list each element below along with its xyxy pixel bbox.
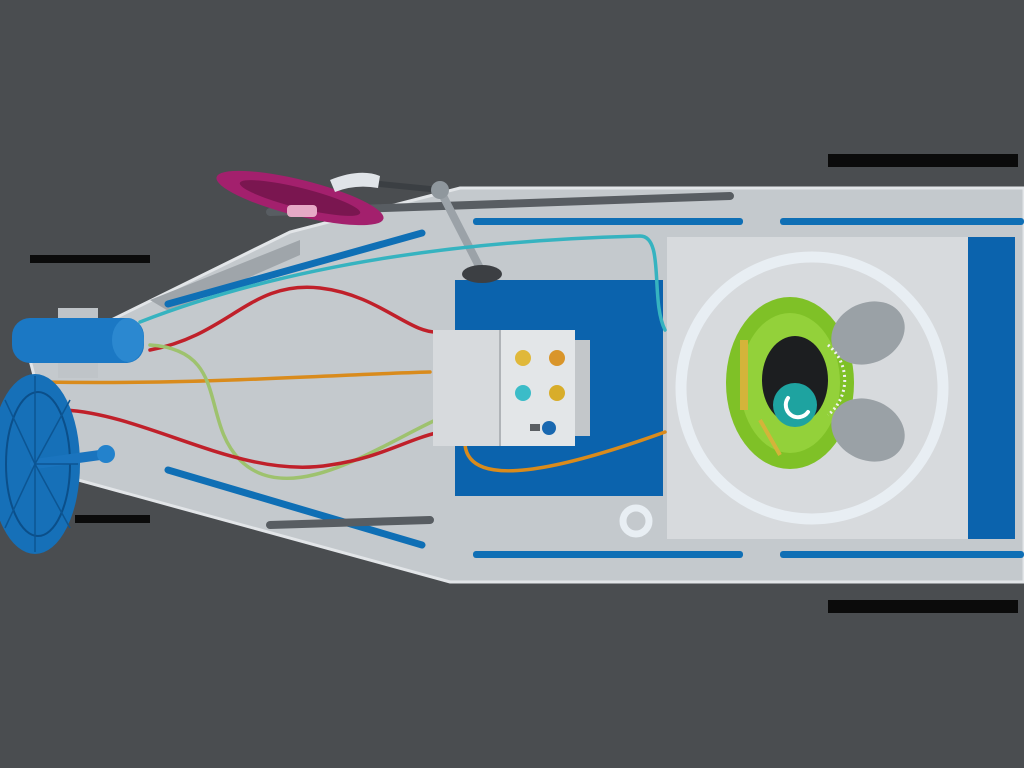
module-knob	[542, 421, 556, 435]
steering-joint	[431, 181, 449, 199]
steering-mount	[462, 265, 502, 283]
road-marker-left-top	[30, 255, 150, 263]
wire-red-bottom	[63, 408, 442, 469]
dish-antenna-icon	[0, 374, 115, 554]
motor-drum-icon	[12, 318, 144, 363]
slot-bottom-right	[780, 551, 1024, 558]
steering-rod	[436, 186, 486, 276]
indicator-light-cyan	[515, 385, 531, 401]
road-marker-left-bottom	[75, 515, 150, 523]
slot-bottom-left	[473, 551, 743, 558]
slot-top-left	[473, 218, 743, 225]
sensor-module-icon	[433, 330, 590, 446]
insect-icon	[726, 297, 905, 469]
insect-wing-top	[831, 301, 905, 365]
insect-eye	[773, 383, 817, 427]
platform-side-shadow	[150, 240, 300, 312]
slot-diagonal-top	[164, 229, 426, 308]
road-marker-top-right	[828, 154, 1018, 167]
indicator-light-orange	[549, 350, 565, 366]
insect-wing-bottom	[831, 398, 905, 462]
indicator-light-yellow-2	[549, 385, 565, 401]
washer-ring	[619, 504, 653, 538]
arena-ring	[675, 251, 949, 525]
slot-top-right	[780, 218, 1024, 225]
slot-diagonal-bottom	[164, 466, 426, 549]
tray-blue-strip	[968, 237, 1015, 539]
wire-red-top	[148, 285, 442, 352]
steering-wheel-icon	[216, 170, 384, 226]
road-marker-bottom-right	[828, 600, 1018, 613]
wire-cyan	[138, 234, 667, 332]
groove-bottom	[266, 516, 434, 529]
wire-orange-bottom	[463, 430, 667, 473]
indicator-light-yellow-1	[515, 350, 531, 366]
wire-orange-top	[38, 370, 432, 385]
